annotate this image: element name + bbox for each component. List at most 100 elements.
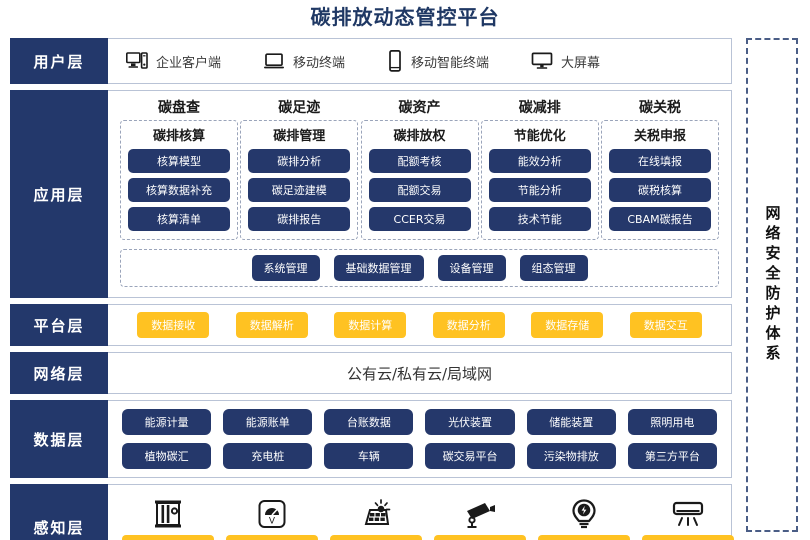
sense-cell-lighting-socket[interactable]: 照明插座 <box>538 493 630 540</box>
energy-meter-icon: V <box>257 493 287 535</box>
app-column-title: 碳足迹 <box>278 100 321 116</box>
app-pill[interactable]: CBAM碳报告 <box>609 207 711 231</box>
data-pill-pv-device[interactable]: 光伏装置 <box>425 409 515 435</box>
app-column-carbon-reduction: 碳减排 节能优化 能效分析 节能分析 技术节能 <box>480 97 599 240</box>
platform-chip-data-compute[interactable]: 数据计算 <box>334 312 407 338</box>
layer-label-data: 数据层 <box>10 400 108 478</box>
platform-chip-data-parse[interactable]: 数据解析 <box>235 312 308 338</box>
app-pill[interactable]: 配额交易 <box>368 178 471 202</box>
management-pill-device[interactable]: 设备管理 <box>437 255 506 281</box>
layer-row-network: 网络层 公有云/私有云/局域网 <box>10 352 732 394</box>
layer-row-sense: 感知层 <box>10 484 734 540</box>
monitor-icon <box>531 52 553 70</box>
sense-cell-video-surveillance[interactable]: 视频监控 <box>434 493 526 540</box>
svg-text:V: V <box>269 517 276 527</box>
laptop-icon <box>263 52 285 70</box>
user-items: 企业客户端 移动终端 <box>108 39 731 83</box>
data-pill-carbon-trading-platform[interactable]: 碳交易平台 <box>425 443 515 469</box>
app-pill[interactable]: 能效分析 <box>488 149 591 173</box>
user-item-label: 企业客户端 <box>156 55 222 71</box>
smartphone-icon <box>387 50 403 72</box>
platform-chip-data-analysis[interactable]: 数据分析 <box>432 312 505 338</box>
app-pill[interactable]: 碳足迹建模 <box>248 178 351 202</box>
app-column-box: 关税申报 在线填报 碳税核算 CBAM碳报告 <box>601 120 719 240</box>
air-conditioner-icon <box>671 493 705 535</box>
sense-cell-air-conditioning[interactable]: 空调制冷 <box>642 493 734 540</box>
management-pill-system[interactable]: 系统管理 <box>251 255 320 281</box>
app-column-title: 碳减排 <box>518 100 561 116</box>
layer-label-sense: 感知层 <box>10 484 108 540</box>
layer-label-application: 应用层 <box>10 90 108 298</box>
app-pill[interactable]: 配额考核 <box>368 149 471 173</box>
platform-chip-data-exchange[interactable]: 数据交互 <box>629 312 702 338</box>
app-column-title: 碳盘查 <box>158 100 200 116</box>
app-pill[interactable]: 碳排分析 <box>248 149 351 173</box>
layer-label-network: 网络层 <box>10 352 108 394</box>
layer-row-application: 应用层 碳盘查 碳排核算 核算模型 核算数据补充 核算清单 碳足迹 <box>10 90 732 298</box>
platform-chip-data-receive[interactable]: 数据接收 <box>137 312 210 338</box>
sense-items-grid: 碳监测 V 能源表计 <box>122 493 734 540</box>
management-pill-basic-data[interactable]: 基础数据管理 <box>333 255 424 281</box>
sense-cell-solar-power[interactable]: 光伏发电 <box>330 493 422 540</box>
app-box-title: 碳排放权 <box>393 129 446 144</box>
layer-body-sense: 碳监测 V 能源表计 <box>108 485 748 540</box>
app-pill[interactable]: 碳税核算 <box>609 178 711 202</box>
data-pill-ledger-data[interactable]: 台账数据 <box>324 409 414 435</box>
layer-row-data: 数据层 能源计量 能源账单 台账数据 光伏装置 储能装置 照明用电 植物碳汇 充… <box>10 400 732 478</box>
light-bulb-icon <box>570 493 598 535</box>
app-pill[interactable]: 节能分析 <box>488 178 591 202</box>
data-pill-vehicle[interactable]: 车辆 <box>324 443 414 469</box>
data-pill-plant-carbon-sink[interactable]: 植物碳汇 <box>122 443 212 469</box>
layer-body-platform: 数据接收 数据解析 数据计算 数据分析 数据存储 数据交互 <box>108 305 731 345</box>
layer-body-application: 碳盘查 碳排核算 核算模型 核算数据补充 核算清单 碳足迹 碳排管理 碳排分析 <box>108 91 731 297</box>
user-item-mobile-terminal[interactable]: 移动终端 <box>263 52 345 71</box>
app-column-box: 碳排放权 配额考核 配额交易 CCER交易 <box>360 120 479 240</box>
data-pill-third-party-platform[interactable]: 第三方平台 <box>627 443 717 469</box>
app-column-box: 碳排管理 碳排分析 碳足迹建模 碳排报告 <box>240 120 359 240</box>
user-item-smart-mobile-terminal[interactable]: 移动智能终端 <box>387 50 489 72</box>
layer-label-platform: 平台层 <box>10 304 108 346</box>
management-pill-configuration[interactable]: 组态管理 <box>519 255 588 281</box>
sense-cell-energy-meter[interactable]: V 能源表计 <box>226 493 318 540</box>
sense-label: 视频监控 <box>434 535 526 540</box>
data-pill-energy-metering[interactable]: 能源计量 <box>122 409 212 435</box>
app-pill[interactable]: CCER交易 <box>368 207 471 231</box>
layer-label-user: 用户层 <box>10 38 108 84</box>
data-pill-energy-bill[interactable]: 能源账单 <box>223 409 313 435</box>
app-column-carbon-asset: 碳资产 碳排放权 配额考核 配额交易 CCER交易 <box>360 97 479 240</box>
app-pill[interactable]: 核算模型 <box>128 149 230 173</box>
sense-label: 能源表计 <box>226 535 318 540</box>
sense-label: 空调制冷 <box>642 535 734 540</box>
desktop-tower-icon <box>126 52 148 70</box>
sense-label: 碳监测 <box>122 535 214 540</box>
user-item-enterprise-client[interactable]: 企业客户端 <box>126 52 221 71</box>
user-item-large-screen[interactable]: 大屏幕 <box>531 52 600 71</box>
data-pill-pollutant-emission[interactable]: 污染物排放 <box>526 443 616 469</box>
layer-body-user: 企业客户端 移动终端 <box>108 39 731 83</box>
page-title: 碳排放动态管控平台 <box>310 5 500 29</box>
application-columns: 碳盘查 碳排核算 核算模型 核算数据补充 核算清单 碳足迹 碳排管理 碳排分析 <box>116 97 723 240</box>
app-column-box: 碳排核算 核算模型 核算数据补充 核算清单 <box>120 120 238 240</box>
data-items-grid: 能源计量 能源账单 台账数据 光伏装置 储能装置 照明用电 植物碳汇 充电桩 车… <box>122 409 717 469</box>
data-pill-charging-pile[interactable]: 充电桩 <box>223 443 313 469</box>
app-pill[interactable]: 技术节能 <box>488 207 591 231</box>
solar-panel-icon <box>360 493 392 535</box>
app-pill[interactable]: 核算清单 <box>128 207 230 231</box>
layer-body-data: 能源计量 能源账单 台账数据 光伏装置 储能装置 照明用电 植物碳汇 充电桩 车… <box>108 401 731 477</box>
app-box-title: 关税申报 <box>633 129 686 144</box>
app-column-title: 碳资产 <box>398 100 441 116</box>
app-pill[interactable]: 在线填报 <box>609 149 711 173</box>
layer-row-user: 用户层 <box>10 38 732 84</box>
app-column-title: 碳关税 <box>639 100 681 116</box>
app-box-title: 碳排管理 <box>273 129 326 144</box>
cctv-camera-icon <box>463 493 497 535</box>
data-pill-storage-device[interactable]: 储能装置 <box>526 409 616 435</box>
sense-cell-carbon-monitor[interactable]: 碳监测 <box>122 493 214 540</box>
security-band: 网络安全防护体系 <box>746 38 798 532</box>
sense-label: 光伏发电 <box>330 535 422 540</box>
app-pill[interactable]: 碳排报告 <box>248 207 351 231</box>
app-pill[interactable]: 核算数据补充 <box>128 178 230 202</box>
data-pill-lighting-power[interactable]: 照明用电 <box>627 409 717 435</box>
platform-chip-data-storage[interactable]: 数据存储 <box>531 312 604 338</box>
